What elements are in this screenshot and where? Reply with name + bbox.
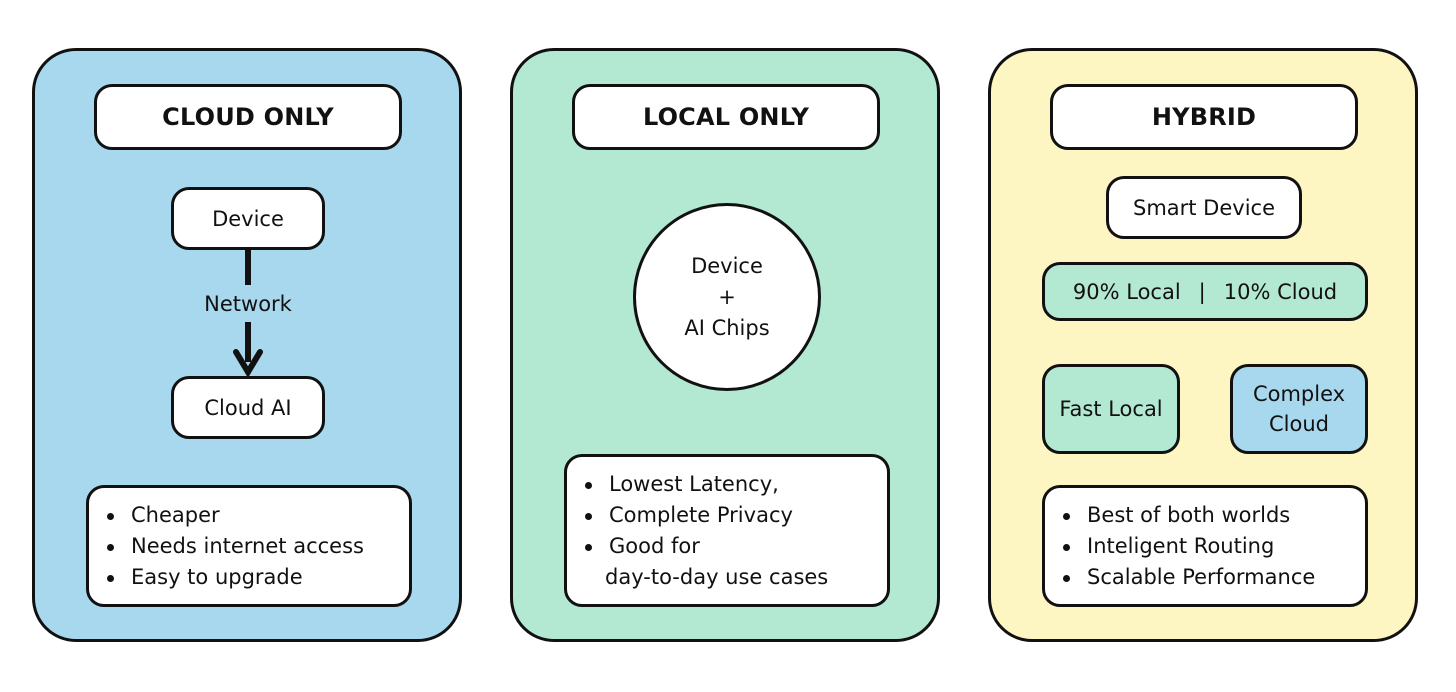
circle-line-ai-chips: AI Chips	[684, 315, 770, 340]
smart-device-node: Smart Device	[1106, 176, 1302, 239]
complex-cloud-node: Complex Cloud	[1230, 364, 1368, 454]
list-item: Inteligent Routing	[1045, 531, 1365, 562]
cloud-only-title: CLOUD ONLY	[94, 84, 402, 150]
bullet-icon	[585, 544, 592, 551]
list-item: Cheaper	[89, 500, 409, 531]
bullet-icon	[107, 544, 114, 551]
cloud-ai-node: Cloud AI	[171, 376, 325, 439]
bullet-icon	[1063, 575, 1070, 582]
list-item-continuation: day-to-day use cases	[605, 565, 829, 589]
local-only-title: LOCAL ONLY	[572, 84, 880, 150]
local-points-box: Lowest Latency, Complete Privacy Good fo…	[564, 454, 890, 607]
routing-split-box: 90% Local | 10% Cloud	[1042, 262, 1368, 321]
circle-line-plus: +	[718, 284, 736, 309]
split-separator: |	[1198, 279, 1206, 304]
list-item: Good for	[567, 531, 887, 562]
network-label: Network	[204, 292, 292, 316]
split-local-label: 90% Local	[1072, 279, 1181, 304]
bullet-icon	[107, 575, 114, 582]
bullet-icon	[1063, 513, 1070, 520]
bullet-icon	[585, 513, 592, 520]
bullet-icon	[107, 513, 114, 520]
list-item: Lowest Latency,	[567, 469, 887, 500]
hybrid-title: HYBRID	[1050, 84, 1358, 150]
split-cloud-label: 10% Cloud	[1223, 279, 1338, 304]
fast-local-node: Fast Local	[1042, 364, 1180, 454]
hybrid-points-box: Best of both worlds Inteligent Routing S…	[1042, 485, 1368, 607]
bullet-icon	[585, 482, 592, 489]
list-item: Best of both worlds	[1045, 500, 1365, 531]
device-node: Device	[171, 187, 325, 250]
cloud-points-box: Cheaper Needs internet access Easy to up…	[86, 485, 412, 607]
list-item: Easy to upgrade	[89, 562, 409, 593]
list-item: Scalable Performance	[1045, 562, 1365, 593]
complex-cloud-line-2: Cloud	[1269, 412, 1329, 436]
bullet-icon	[1063, 544, 1070, 551]
device-ai-chips-circle: Device + AI Chips	[633, 203, 821, 391]
complex-cloud-line-1: Complex	[1252, 382, 1346, 406]
list-item: Complete Privacy	[567, 500, 887, 531]
circle-line-device: Device	[691, 253, 763, 278]
list-item: Needs internet access	[89, 531, 409, 562]
